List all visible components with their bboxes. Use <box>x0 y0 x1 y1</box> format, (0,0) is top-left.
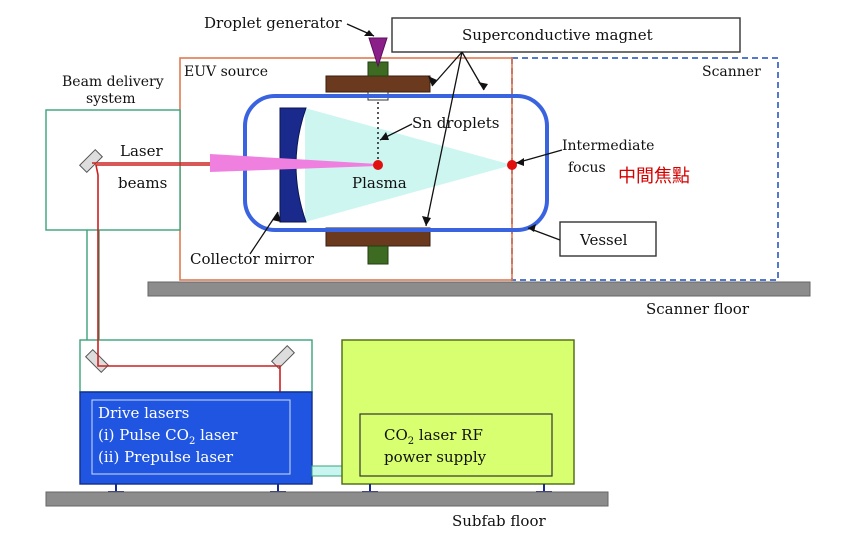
co2-rf-label: CO2 laser RF <box>384 426 483 447</box>
droplet-generator-label: Droplet generator <box>204 14 342 32</box>
laser-red-path <box>95 164 281 392</box>
euv-light-cone <box>305 108 512 222</box>
laser-label-1: Laser <box>120 142 163 160</box>
vessel-label-box <box>559 221 657 257</box>
collector-mirror-label: Collector mirror <box>190 250 315 268</box>
subfab-floor-label: Subfab floor <box>452 512 546 530</box>
arrowheads <box>272 30 536 232</box>
beam-delivery-label-2: system <box>86 91 135 107</box>
scanner-label: Scanner <box>702 64 761 80</box>
plasma-label: Plasma <box>352 174 407 192</box>
plasma-dot <box>373 160 383 170</box>
rf-power-supply-inner <box>359 413 553 477</box>
scanner-floor <box>147 281 811 297</box>
magnet-label-box <box>391 17 741 53</box>
subfab-floor <box>45 491 609 507</box>
power-supply-label: power supply <box>384 448 487 466</box>
drive-lasers-box <box>79 391 313 485</box>
superconductive-magnet-label: Superconductive magnet <box>462 26 653 44</box>
lower-mirror-right <box>270 344 296 370</box>
beam-delivery-label-1: Beam delivery <box>62 74 164 90</box>
droplet-generator-nozzle <box>368 37 388 68</box>
drive-lasers-label: Drive lasers <box>98 404 189 422</box>
intermediate-focus-dot <box>507 160 517 170</box>
beam-delivery-mirror <box>78 148 104 174</box>
prepulse-laser-label: (ii) Prepulse laser <box>98 448 234 466</box>
scanner-floor-label: Scanner floor <box>646 300 750 318</box>
drive-lasers-inner <box>91 399 291 475</box>
euv-source-label: EUV source <box>184 64 268 80</box>
pulse-co2-label: (i) Pulse CO2 laser <box>98 426 238 447</box>
laser-beam <box>210 154 378 172</box>
intermediate-focus-label-2: focus <box>568 160 606 176</box>
equipment-feet <box>108 484 552 493</box>
intermediate-focus-chinese-label: 中間焦點 <box>618 166 690 187</box>
beam-delivery-box <box>45 109 181 231</box>
magnet-top <box>325 75 431 93</box>
sn-droplets-label: Sn droplets <box>412 114 500 132</box>
intermediate-focus-label-1: Intermediate <box>562 138 654 154</box>
magnet-bottom-stem <box>367 245 389 265</box>
laser-rf-connector <box>311 465 343 477</box>
vessel-label: Vessel <box>579 231 628 249</box>
rf-power-supply-box <box>341 339 575 485</box>
laser-label-2: beams <box>118 174 167 192</box>
